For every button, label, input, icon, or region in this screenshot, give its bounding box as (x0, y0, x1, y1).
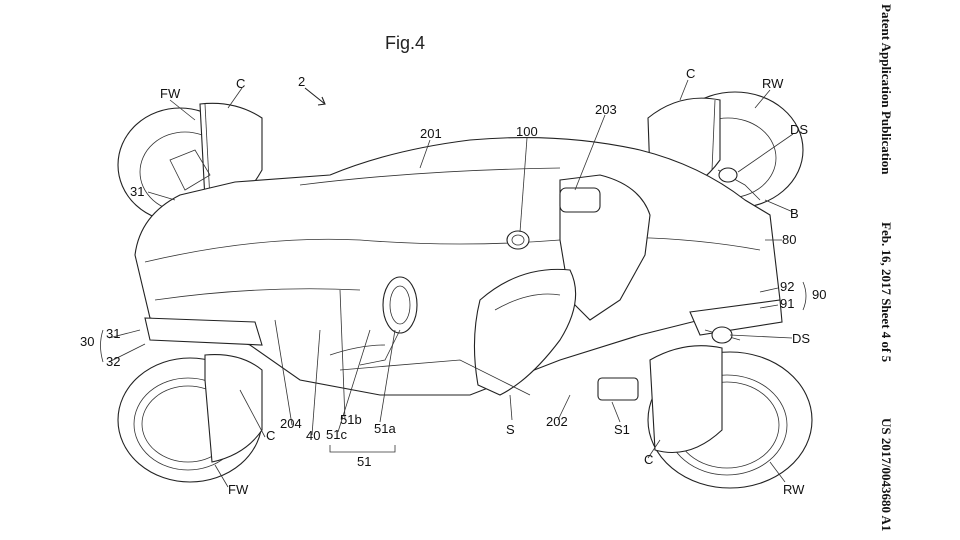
publication-number: US 2017/0043680 A1 (879, 418, 894, 532)
reference-labels: 2 FW C C RW DS 31 201 100 203 B 80 92 91… (80, 66, 826, 497)
label-31-upper: 31 (130, 184, 144, 199)
leader-lines (108, 79, 794, 488)
label-90: 90 (812, 287, 826, 302)
front-wheel-lower (117, 354, 263, 483)
label-fw-bottom: FW (228, 482, 249, 497)
publication-date-sheet: Feb. 16, 2017 Sheet 4 of 5 (879, 222, 894, 363)
label-201: 201 (420, 126, 442, 141)
label-c-bottom-left: C (266, 428, 275, 443)
label-203: 203 (595, 102, 617, 117)
brace-90 (802, 281, 807, 311)
brace-30 (100, 329, 104, 363)
label-51c: 51c (326, 427, 347, 442)
label-204: 204 (280, 416, 302, 431)
label-fw-top: FW (160, 86, 181, 101)
label-b: B (790, 206, 799, 221)
figure-title: Fig.4 (385, 33, 426, 53)
label-vehicle: 2 (298, 74, 305, 89)
label-80: 80 (782, 232, 796, 247)
vehicle-arrow (304, 87, 326, 105)
label-202: 202 (546, 414, 568, 429)
label-rw-top: RW (762, 76, 784, 91)
label-91: 91 (780, 296, 794, 311)
vehicle-arrowhead (317, 96, 326, 106)
label-ds-bottom: DS (792, 331, 810, 346)
label-51a: 51a (374, 421, 396, 436)
rear-wheel-lower (647, 345, 813, 489)
label-51b: 51b (340, 412, 362, 427)
label-c-top-right: C (686, 66, 695, 81)
label-30: 30 (80, 334, 94, 349)
label-s1: S1 (614, 422, 630, 437)
label-32: 32 (106, 354, 120, 369)
patent-header: Patent Application Publication Feb. 16, … (872, 0, 912, 540)
label-40: 40 (306, 428, 320, 443)
label-c-top-left: C (236, 76, 245, 91)
label-92: 92 (780, 279, 794, 294)
label-31-lower: 31 (106, 326, 120, 341)
label-ds-top: DS (790, 122, 808, 137)
label-s: S (506, 422, 515, 437)
label-c-bottom-right: C (644, 452, 653, 467)
label-rw-bottom: RW (783, 482, 805, 497)
publication-type: Patent Application Publication (879, 4, 894, 175)
label-100: 100 (516, 124, 538, 139)
label-51: 51 (357, 454, 371, 469)
vehicle-body (134, 137, 783, 401)
